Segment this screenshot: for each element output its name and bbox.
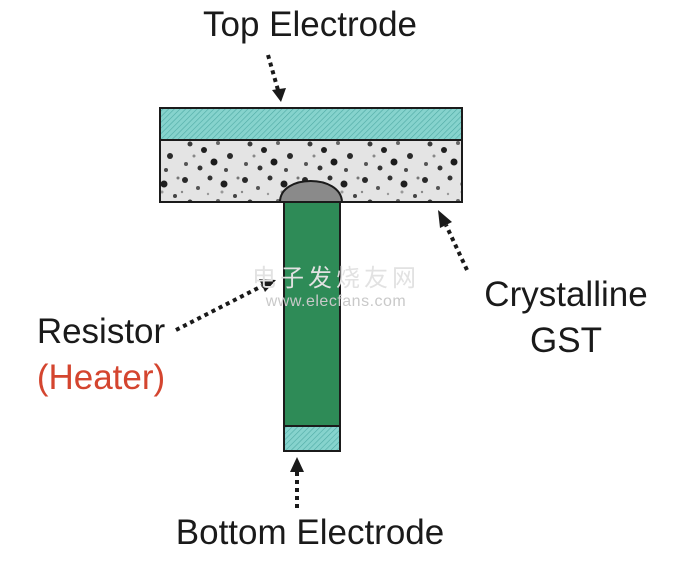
arrow-resistor: [175, 279, 276, 332]
bottom-electrode-layer: [283, 425, 341, 452]
arrow-top-electrode: [266, 54, 286, 102]
resistor-heater: [283, 201, 341, 427]
crystalline-gst-label: Crystalline GST: [456, 272, 676, 364]
resistor-label: Resistor (Heater): [6, 309, 196, 401]
arrow-bottom-electrode: [290, 457, 304, 508]
top-electrode-label: Top Electrode: [202, 5, 418, 44]
heater-label: (Heater): [36, 358, 166, 397]
amorphous-region-dome: [278, 180, 344, 203]
crystalline-label-line2: GST: [530, 321, 602, 360]
arrow-crystalline-gst: [438, 210, 469, 271]
crystalline-label-line1: Crystalline: [484, 275, 648, 314]
resistor-label-line1: Resistor: [36, 312, 166, 351]
watermark-cn: 电子发烧友网: [252, 265, 420, 292]
top-electrode-layer: [159, 107, 463, 141]
watermark: 电子发烧友网 www.elecfans.com: [236, 265, 436, 341]
watermark-url: www.elecfans.com: [265, 293, 407, 310]
bottom-electrode-label: Bottom Electrode: [175, 513, 445, 552]
